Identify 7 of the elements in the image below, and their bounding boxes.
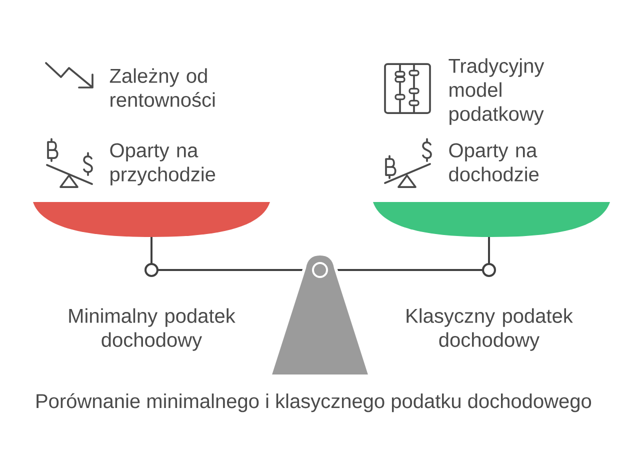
pan-label: Minimalny podatek dochodowy [69, 308, 236, 351]
feature-text: Tradycyjny model podatkowy [448, 58, 544, 125]
feature-text: Oparty na przychodzie [110, 143, 216, 186]
caption: Porównanie minimalnego i klasycznego podatku dochodowego [36, 393, 592, 412]
pan-label: Klasyczny podatek dochodowy [406, 308, 573, 351]
feature-text: Oparty na dochodzie [449, 143, 539, 182]
feature-text: Zależny od rentowności [110, 68, 215, 107]
